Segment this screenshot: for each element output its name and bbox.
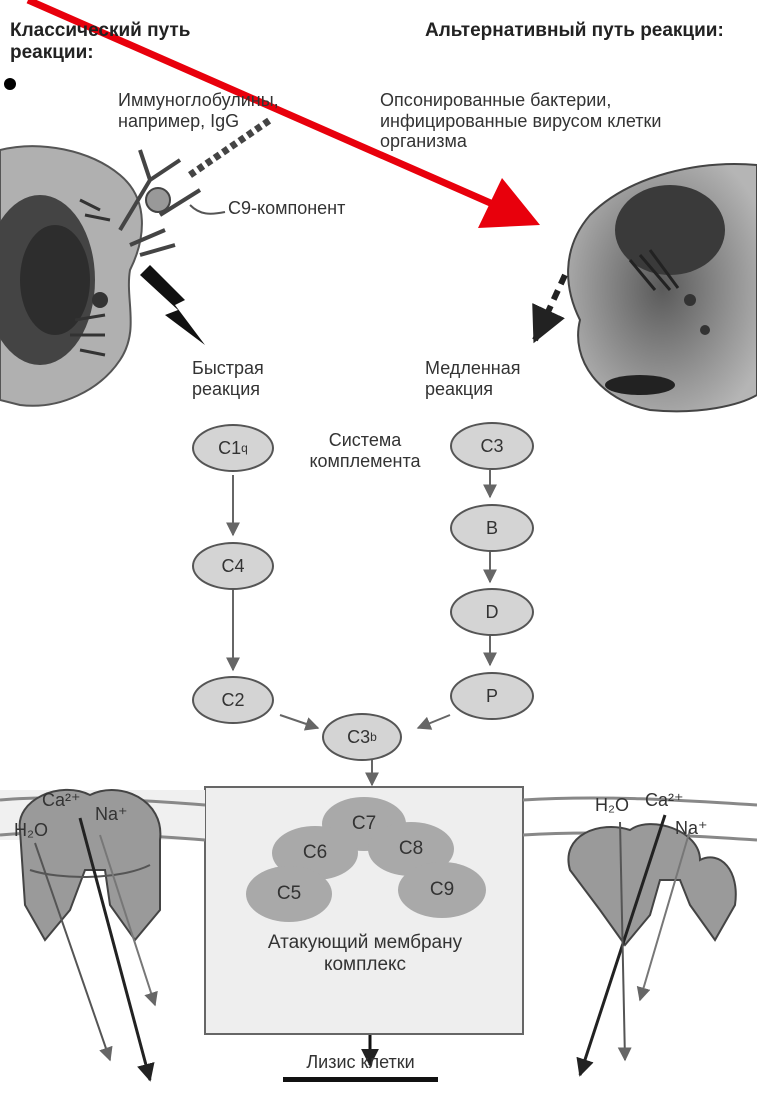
node-c2: C2 [192, 676, 274, 724]
classical-pathway-heading: Классический путь реакции: [10, 20, 260, 64]
alternative-pathway-heading: Альтернативный путь реакции: [425, 20, 725, 42]
node-c3b-subscript: b [370, 730, 377, 744]
node-p: P [450, 672, 534, 720]
complement-system-label: Система комплемента [285, 430, 445, 471]
node-c2-label: C2 [221, 690, 244, 711]
node-c1q-subscript: q [241, 441, 248, 455]
mac-c7-label: C7 [352, 813, 376, 835]
node-c3-label: C3 [480, 436, 503, 457]
ion-ca-left: Ca²⁺ [42, 790, 81, 811]
fast-reaction-label: Быстрая реакция [192, 358, 302, 399]
mac-c9: C9 [398, 862, 486, 918]
opsonized-label: Опсонированные бактерии, инфицированные … [380, 90, 710, 152]
mac-label: Атакующий мембрану комплекс [225, 932, 505, 976]
left-cell-image [0, 146, 142, 406]
ion-na-left: Na⁺ [95, 804, 128, 825]
bullet-marker [4, 78, 16, 90]
mac-c9-label: C9 [430, 879, 454, 901]
mac-c6-label: C6 [303, 842, 327, 864]
node-c1q-label: C1 [218, 438, 241, 459]
c9-component-label: С9-компонент [228, 198, 345, 219]
antibody-complex-image [120, 120, 270, 255]
lysis-label: Лизис клетки [283, 1052, 438, 1073]
ion-ca-right: Ca²⁺ [645, 790, 684, 811]
node-p-label: P [486, 686, 498, 707]
node-c4: C4 [192, 542, 274, 590]
ion-h2o-right: H₂O [595, 795, 629, 816]
slow-reaction-label: Медленная реакция [425, 358, 565, 399]
ion-na-right: Na⁺ [675, 818, 708, 839]
ion-h2o-left: H₂O [14, 820, 48, 841]
node-d: D [450, 588, 534, 636]
node-c3: C3 [450, 422, 534, 470]
mac-c8-label: C8 [399, 838, 423, 860]
lysis-underline [283, 1077, 438, 1082]
right-cell-image [568, 164, 757, 411]
c9-leader-line [190, 205, 225, 214]
mac-c5-label: C5 [277, 883, 301, 905]
node-c4-label: C4 [221, 556, 244, 577]
node-c3b-label: C3 [347, 727, 370, 748]
node-d-label: D [486, 602, 499, 623]
lightning-icon [140, 265, 205, 345]
right-membrane-image [523, 798, 757, 1075]
node-b-label: B [486, 518, 498, 539]
slow-pathway-arrow [535, 275, 565, 340]
immunoglobulins-label: Иммуноглобулины, например, IgG [118, 90, 368, 131]
mac-c5: C5 [246, 866, 332, 922]
node-b: B [450, 504, 534, 552]
